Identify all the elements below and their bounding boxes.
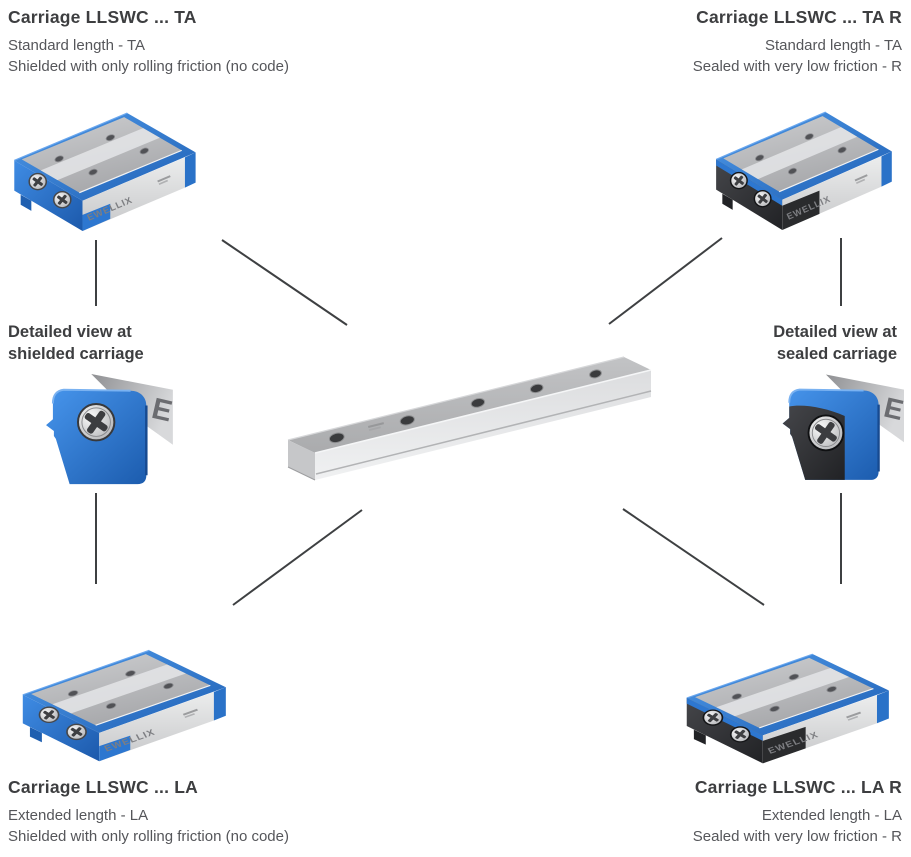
section-bottom-right-text: Carriage LLSWC ... LA R Extended length …	[693, 776, 902, 847]
rail-front-face	[315, 370, 651, 480]
screw-icon	[807, 414, 845, 452]
section-title: Carriage LLSWC ... TA	[8, 7, 197, 27]
rail-image	[287, 356, 652, 481]
carriage-image-shielded-ta	[13, 112, 197, 232]
detail-left-line1: Detailed view at	[8, 323, 132, 341]
brand-initial: E	[881, 391, 904, 426]
carriage-image-shielded-la	[21, 649, 227, 763]
screw-icon	[76, 403, 116, 442]
section-feature: Sealed with very low friction - R	[692, 828, 902, 845]
section-spec: Extended length - LA	[761, 807, 902, 824]
detail-image-shielded: E	[46, 374, 173, 485]
connector-line	[221, 239, 348, 326]
section-spec: Extended length - LA	[8, 807, 149, 824]
section-feature: Sealed with very low friction - R	[692, 58, 902, 75]
carriage-image-sealed-ta-r	[715, 111, 893, 231]
section-spec: Standard length - TA	[8, 37, 146, 54]
section-top-right-text: Carriage LLSWC ... TA R Standard length …	[693, 6, 902, 77]
detail-right-line1: Detailed view at	[773, 323, 897, 341]
section-title: Carriage LLSWC ... LA R	[694, 777, 902, 797]
section-top-left-text: Carriage LLSWC ... TA Standard length - …	[8, 6, 289, 77]
carriage-image-sealed-la-r	[685, 653, 890, 765]
connector-line	[622, 508, 765, 606]
detail-right-label: Detailed view at sealed carriage	[773, 321, 897, 365]
connector-line	[232, 509, 363, 606]
section-feature: Shielded with only rolling friction (no …	[8, 58, 289, 75]
detail-right-line2: sealed carriage	[776, 345, 897, 363]
section-title: Carriage LLSWC ... LA	[8, 777, 198, 797]
section-title: Carriage LLSWC ... TA R	[696, 7, 902, 27]
rail-hole-icon	[529, 383, 544, 394]
detail-left-line2: shielded carriage	[8, 345, 144, 363]
detail-image-sealed: E	[782, 374, 904, 480]
rail-hole-icon	[399, 415, 415, 426]
section-bottom-left-text: Carriage LLSWC ... LA Extended length - …	[8, 776, 289, 847]
connector-line	[608, 237, 723, 325]
rail-hole-icon	[589, 369, 602, 379]
rail-hole-icon	[470, 398, 486, 408]
section-spec: Standard length - TA	[764, 37, 902, 54]
rail-hole-icon	[328, 432, 345, 444]
rail-top-face	[288, 357, 651, 453]
section-feature: Shielded with only rolling friction (no …	[8, 828, 289, 845]
detail-left-label: Detailed view at shielded carriage	[8, 321, 144, 365]
rail-marking	[368, 422, 385, 432]
